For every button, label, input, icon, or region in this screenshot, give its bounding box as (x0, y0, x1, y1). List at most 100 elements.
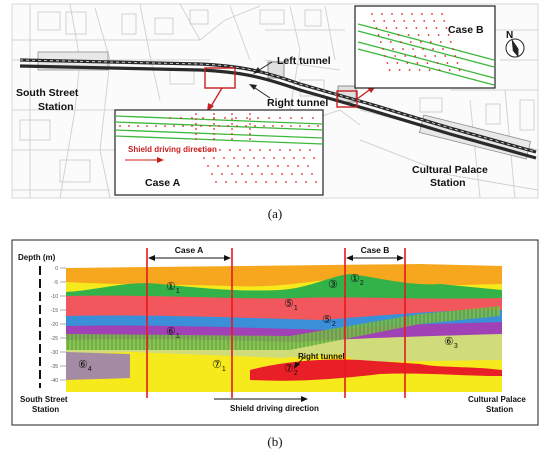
monitoring-point (217, 165, 219, 167)
monitoring-point (385, 27, 388, 29)
monitoring-point (245, 181, 247, 183)
monitoring-point (429, 41, 432, 43)
monitoring-point (291, 173, 293, 175)
monitoring-point (263, 125, 265, 127)
monitoring-point (435, 27, 438, 29)
monitoring-point (200, 125, 202, 127)
monitoring-point (249, 118, 251, 120)
monitoring-point (164, 125, 166, 127)
monitoring-point (383, 20, 386, 22)
monitoring-point (402, 48, 404, 50)
monitoring-point (239, 149, 241, 151)
monitoring-point (437, 34, 440, 36)
monitoring-point (392, 48, 394, 50)
monitoring-point (381, 13, 383, 15)
depth-axis-label: Depth (m) (18, 253, 56, 262)
layer-labels: ①1 ①2 ③ ⑤1 ⑤2 ⑥1 ⑥3 ⑥4 ⑦1 ⑦2 (78, 273, 458, 377)
case-b-tunnel-edge-4 (357, 48, 495, 86)
monitoring-point (393, 20, 396, 22)
monitoring-point (401, 13, 403, 15)
monitoring-point (213, 123, 215, 125)
profile-south-label-2: Station (32, 405, 59, 414)
case-b-tunnel-edge-1 (357, 23, 495, 61)
monitoring-point (213, 133, 215, 135)
monitoring-point (283, 157, 285, 159)
label-layer-3: ③ (328, 279, 338, 291)
monitoring-point (315, 181, 317, 183)
monitoring-point (195, 138, 197, 140)
case-boundaries (146, 248, 406, 398)
depth-tick-label: -35 (51, 364, 58, 370)
monitoring-point (227, 125, 229, 127)
monitoring-point (397, 34, 400, 36)
inset-case-a: Shield driving direction Case A (114, 109, 324, 196)
left-tunnel-label: Left tunnel (277, 55, 331, 67)
monitoring-point (231, 128, 233, 130)
left-tunnel-arrowhead (253, 67, 261, 74)
monitoring-point (371, 13, 373, 15)
monitoring-point (224, 117, 226, 119)
monitoring-point (436, 62, 439, 64)
monitoring-point (225, 181, 227, 183)
monitoring-point (279, 149, 281, 151)
monitoring-point (395, 27, 398, 29)
right-tunnel-profile-label: Right tunnel (298, 352, 345, 361)
monitoring-point (406, 62, 409, 64)
case-b-span-head-left (346, 255, 353, 261)
left-tunnel-dash (19, 59, 537, 153)
label-layer-7-2: ⑦2 (284, 363, 298, 377)
monitoring-point (267, 165, 269, 167)
monitoring-point (169, 117, 171, 119)
monitoring-point (441, 13, 443, 15)
monitoring-point (236, 125, 238, 127)
monitoring-point (235, 117, 237, 119)
monitoring-point (290, 117, 292, 119)
monitoring-point (456, 62, 459, 64)
monitoring-point (454, 55, 457, 57)
monitoring-point (249, 138, 251, 140)
monitoring-point (253, 157, 255, 159)
monitoring-point (273, 157, 275, 159)
monitoring-point (379, 41, 382, 43)
case-a-pointer (209, 87, 223, 109)
monitoring-point (422, 48, 424, 50)
layer-mauve (66, 352, 130, 380)
label-layer-6-3: ⑥3 (444, 336, 458, 350)
monitoring-point (404, 55, 407, 57)
monitoring-point (231, 138, 233, 140)
monitoring-point (191, 125, 193, 127)
monitoring-point (297, 165, 299, 167)
monitoring-point (293, 157, 295, 159)
cultural-palace-label-line1: Cultural Palace (412, 164, 488, 176)
monitoring-point (180, 117, 182, 119)
monitoring-point (247, 165, 249, 167)
monitoring-point (417, 34, 420, 36)
monitoring-point (271, 173, 273, 175)
right-tunnel-label: Right tunnel (267, 97, 328, 109)
case-a-span-head-right (224, 255, 231, 261)
monitoring-point (419, 41, 422, 43)
monitoring-point (249, 128, 251, 130)
label-layer-7-1: ⑦1 (212, 359, 226, 373)
case-a-tunnel-edge-3 (114, 129, 324, 139)
depth-ticks: 0-5-10-15-20-25-30-35-40 (51, 266, 66, 384)
monitoring-point (213, 117, 215, 119)
monitoring-point (438, 69, 441, 71)
monitoring-point (444, 55, 447, 57)
right-tunnel-profile-arrowhead (294, 362, 300, 369)
right-tunnel-arrowhead (249, 84, 257, 90)
monitoring-point (155, 125, 157, 127)
panel-a: Left tunnel Right tunnel South Street St… (11, 3, 539, 221)
monitoring-point (231, 123, 233, 125)
case-b-profile-label: Case B (361, 245, 390, 255)
monitoring-point (202, 117, 204, 119)
monitoring-point (405, 27, 408, 29)
monitoring-point (195, 113, 197, 115)
monitoring-point (446, 62, 449, 64)
monitoring-point (211, 173, 213, 175)
monitoring-point (289, 149, 291, 151)
caption-a: (a) (268, 206, 282, 221)
label-layer-6-4: ⑥4 (78, 359, 92, 373)
monitoring-point (408, 69, 411, 71)
monitoring-point (261, 173, 263, 175)
